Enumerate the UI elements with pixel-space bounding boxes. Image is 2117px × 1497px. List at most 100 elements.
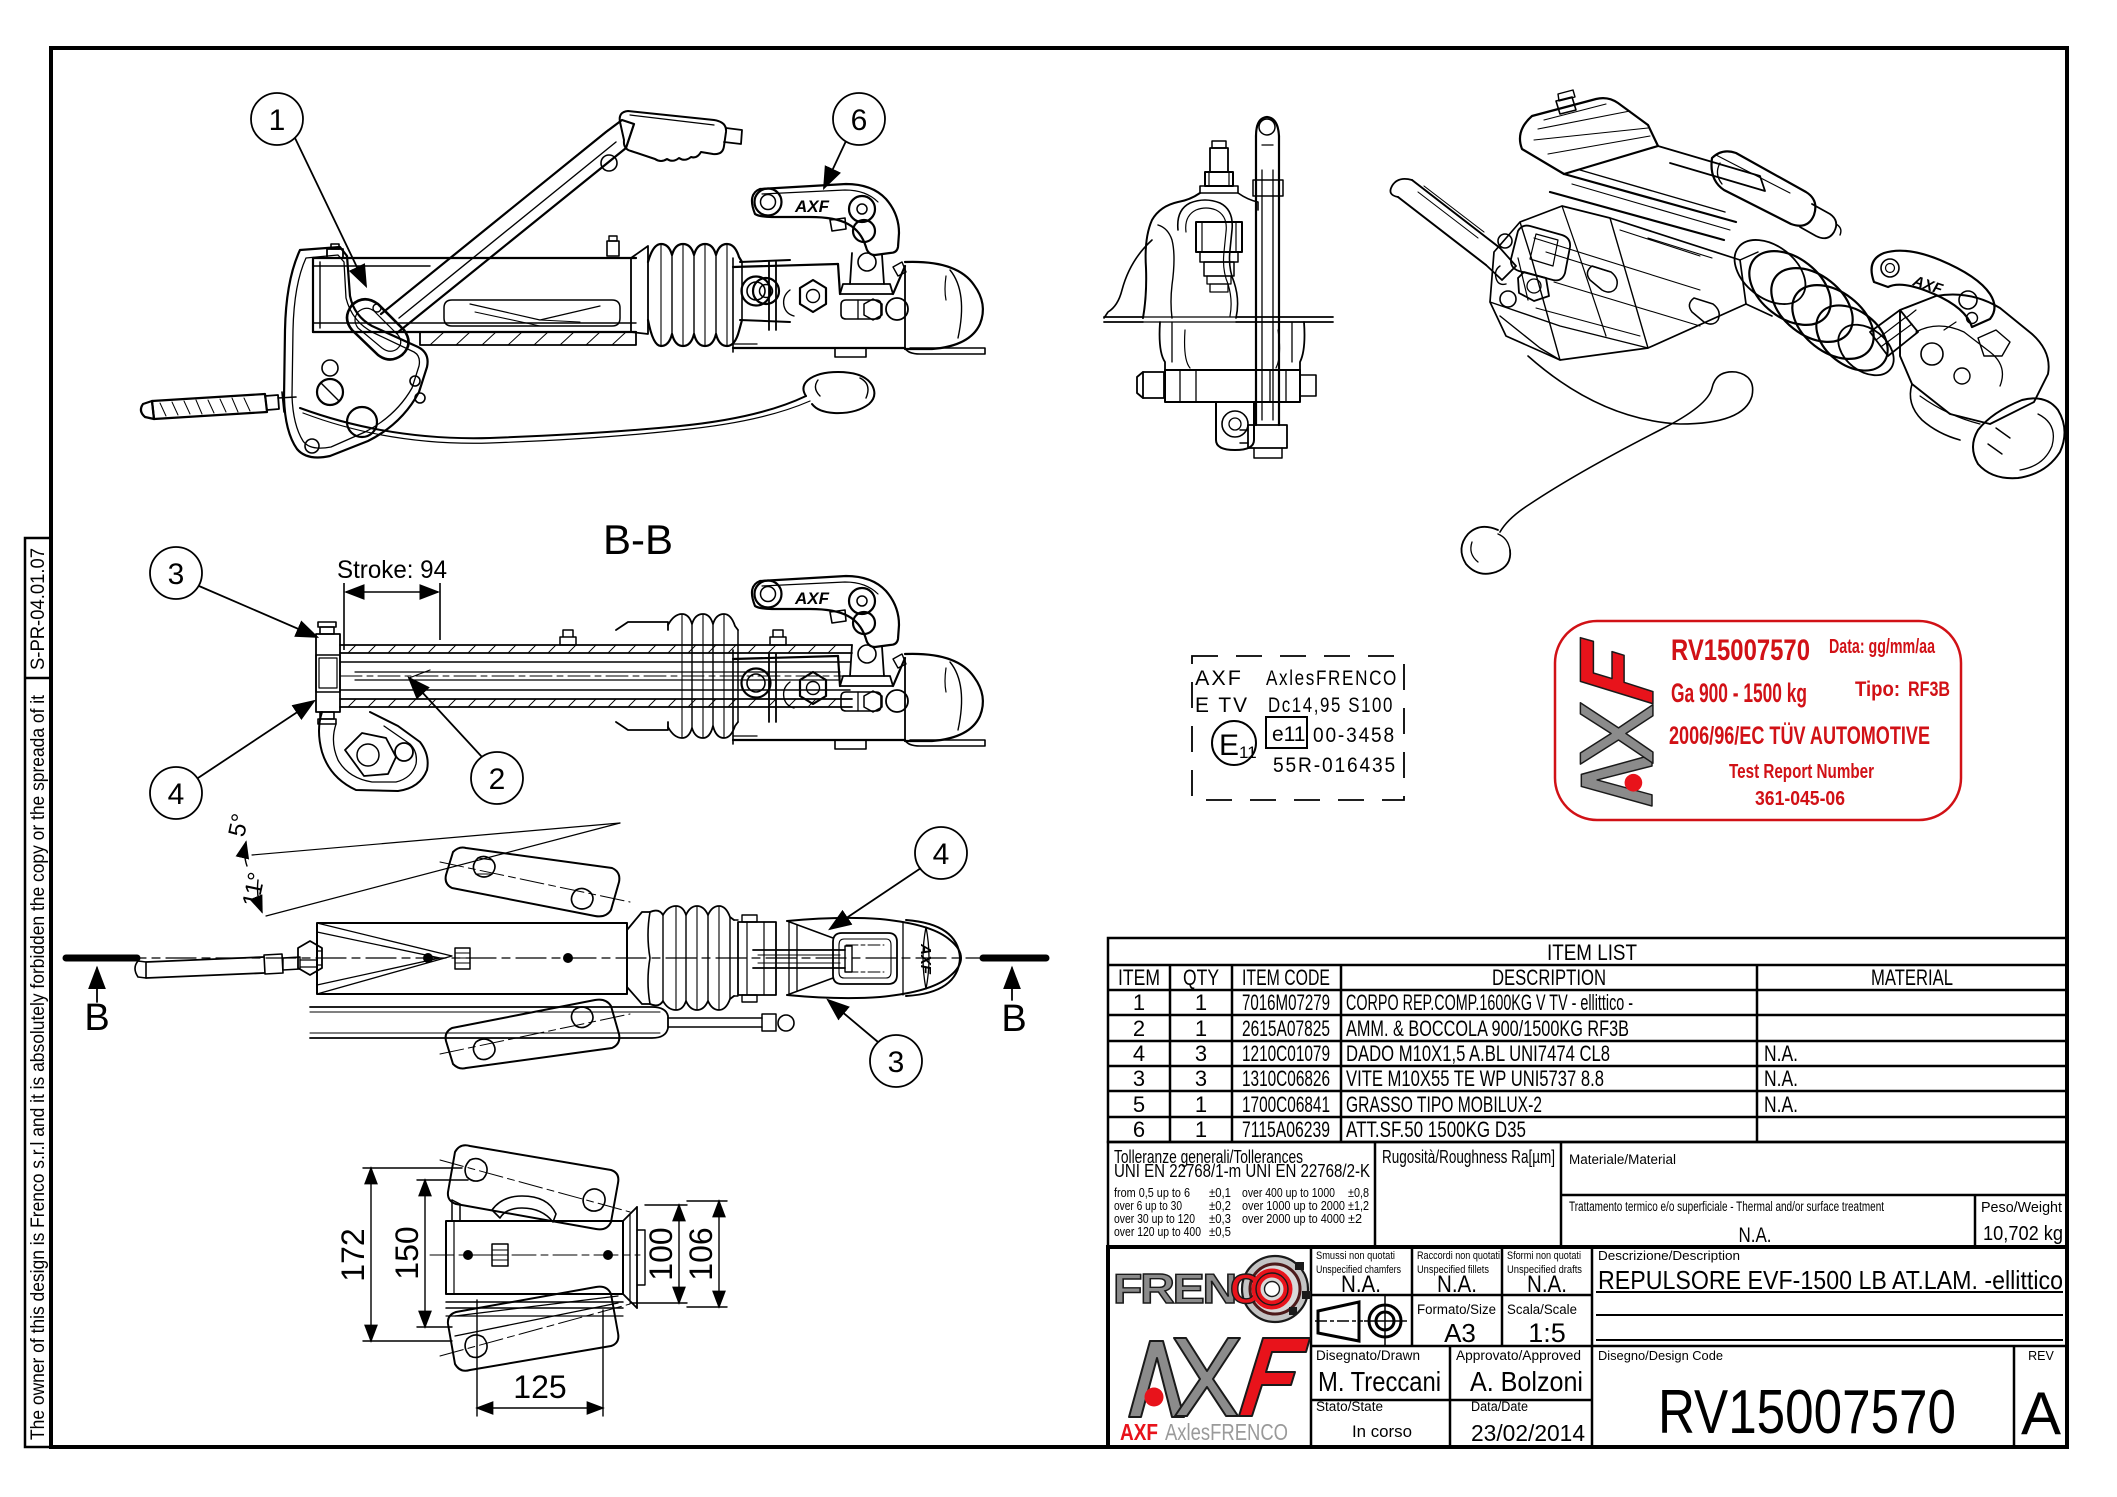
svg-text:Disegno/Design Code: Disegno/Design Code bbox=[1598, 1348, 1723, 1363]
svg-text:ITEM LIST: ITEM LIST bbox=[1547, 940, 1637, 965]
svg-text:AXF: AXF bbox=[1195, 667, 1243, 690]
svg-text:±0,2: ±0,2 bbox=[1209, 1198, 1231, 1213]
svg-text:DADO M10X1,5 A.BL UNI7474 CL8: DADO M10X1,5 A.BL UNI7474 CL8 bbox=[1346, 1041, 1610, 1066]
svg-text:23/02/2014: 23/02/2014 bbox=[1471, 1420, 1585, 1446]
svg-text:10,702 kg: 10,702 kg bbox=[1983, 1223, 2063, 1245]
svg-text:2006/96/EC TÜV AUTOMOTIVE: 2006/96/EC TÜV AUTOMOTIVE bbox=[1669, 721, 1930, 750]
svg-text:over 2000 up to 4000: over 2000 up to 4000 bbox=[1242, 1211, 1345, 1226]
svg-text:N.A.: N.A. bbox=[1764, 1066, 1798, 1091]
svg-text:1700C06841: 1700C06841 bbox=[1242, 1092, 1330, 1117]
svg-text:N.A.: N.A. bbox=[1527, 1271, 1567, 1298]
svg-text:361-045-06: 361-045-06 bbox=[1755, 788, 1845, 810]
svg-text:1: 1 bbox=[269, 104, 286, 137]
svg-text:A. Bolzoni: A. Bolzoni bbox=[1470, 1366, 1583, 1397]
svg-text:2: 2 bbox=[489, 763, 506, 796]
svg-text:UNI EN 22768/1-m UNI EN 22768/: UNI EN 22768/1-m UNI EN 22768/2-K bbox=[1114, 1161, 1370, 1181]
svg-text:M. Treccani: M. Treccani bbox=[1318, 1366, 1441, 1397]
svg-text:Scala/Scale: Scala/Scale bbox=[1507, 1302, 1577, 1317]
svg-text:Rugosità/Roughness Ra[µm]: Rugosità/Roughness Ra[µm] bbox=[1382, 1147, 1555, 1167]
svg-text:5°: 5° bbox=[223, 811, 254, 839]
svg-text:3: 3 bbox=[1133, 1066, 1145, 1091]
svg-text:3: 3 bbox=[888, 1046, 905, 1079]
svg-text:2: 2 bbox=[1133, 1016, 1145, 1041]
svg-text:±1,2: ±1,2 bbox=[1348, 1198, 1369, 1213]
svg-text:1210C01079: 1210C01079 bbox=[1242, 1041, 1330, 1066]
svg-text:±0,8: ±0,8 bbox=[1348, 1185, 1369, 1200]
svg-text:Disegnato/Drawn: Disegnato/Drawn bbox=[1316, 1348, 1420, 1363]
svg-text:over 120 up to 400: over 120 up to 400 bbox=[1114, 1224, 1201, 1239]
svg-text:N.A.: N.A. bbox=[1764, 1041, 1798, 1066]
svg-text:Raccordi non quotati: Raccordi non quotati bbox=[1417, 1250, 1500, 1262]
svg-text:7115A06239: 7115A06239 bbox=[1242, 1117, 1330, 1142]
svg-text:172: 172 bbox=[335, 1228, 371, 1281]
svg-text:ITEM CODE: ITEM CODE bbox=[1242, 965, 1330, 990]
svg-text:Smussi non quotati: Smussi non quotati bbox=[1316, 1250, 1395, 1262]
svg-text:100: 100 bbox=[643, 1227, 679, 1280]
svg-text:3: 3 bbox=[1195, 1041, 1207, 1066]
svg-text:3: 3 bbox=[168, 558, 185, 591]
svg-text:Dc14,95 S100: Dc14,95 S100 bbox=[1268, 694, 1394, 717]
svg-text:1:5: 1:5 bbox=[1528, 1318, 1566, 1348]
svg-text:1310C06826: 1310C06826 bbox=[1242, 1066, 1330, 1091]
svg-text:Peso/Weight: Peso/Weight bbox=[1981, 1199, 2063, 1216]
svg-text:±0,1: ±0,1 bbox=[1209, 1185, 1231, 1200]
svg-text:Formato/Size: Formato/Size bbox=[1417, 1302, 1496, 1317]
svg-text:QTY: QTY bbox=[1183, 965, 1219, 990]
svg-text:AxlesFRENCO: AxlesFRENCO bbox=[1266, 667, 1398, 690]
svg-text:4: 4 bbox=[1133, 1041, 1145, 1066]
svg-text:5: 5 bbox=[1133, 1092, 1145, 1117]
svg-text:1: 1 bbox=[1195, 990, 1207, 1015]
svg-text:ITEM: ITEM bbox=[1118, 965, 1160, 990]
svg-text:±0,3: ±0,3 bbox=[1209, 1211, 1231, 1226]
svg-text:Stato/State: Stato/State bbox=[1316, 1399, 1383, 1414]
svg-text:B: B bbox=[84, 997, 109, 1039]
svg-text:FREN: FREN bbox=[1113, 1265, 1235, 1312]
svg-text:7016M07279: 7016M07279 bbox=[1242, 990, 1330, 1015]
svg-text:Test Report Number: Test Report Number bbox=[1729, 761, 1874, 783]
svg-text:N.A.: N.A. bbox=[1437, 1271, 1477, 1298]
svg-text:±2: ±2 bbox=[1348, 1211, 1362, 1226]
svg-text:GRASSO TIPO MOBILUX-2: GRASSO TIPO MOBILUX-2 bbox=[1346, 1092, 1542, 1117]
svg-text:6: 6 bbox=[1133, 1117, 1145, 1142]
svg-text:E: E bbox=[1219, 729, 1239, 762]
svg-text:4: 4 bbox=[933, 838, 950, 871]
svg-text:3: 3 bbox=[1195, 1066, 1207, 1091]
svg-text:Sformi non quotati: Sformi non quotati bbox=[1507, 1250, 1581, 1262]
svg-text:e11: e11 bbox=[1272, 723, 1305, 746]
svg-text:VITE M10X55 TE WP UNI5737 8.8: VITE M10X55 TE WP UNI5737 8.8 bbox=[1346, 1066, 1604, 1091]
svg-text:4: 4 bbox=[168, 778, 185, 811]
svg-text:Approvato/Approved: Approvato/Approved bbox=[1456, 1348, 1581, 1363]
svg-text:CORPO REP.COMP.1600KG V TV - e: CORPO REP.COMP.1600KG V TV - ellittico - bbox=[1346, 990, 1633, 1015]
svg-text:N.A.: N.A. bbox=[1739, 1224, 1772, 1247]
svg-text:S-PR-04.01.07: S-PR-04.01.07 bbox=[28, 548, 49, 670]
svg-text:6: 6 bbox=[851, 104, 868, 137]
svg-text:DESCRIPTION: DESCRIPTION bbox=[1492, 965, 1606, 990]
svg-text:Ga 900 - 1500 kg: Ga 900 - 1500 kg bbox=[1671, 678, 1807, 708]
svg-text:RV15007570: RV15007570 bbox=[1658, 1378, 1956, 1447]
svg-text:150: 150 bbox=[389, 1226, 425, 1279]
svg-text:Tipo:: Tipo: bbox=[1855, 678, 1900, 701]
svg-text:The owner of this design is Fr: The owner of this design is Frenco s.r.l… bbox=[28, 694, 49, 1440]
svg-text:N.A.: N.A. bbox=[1341, 1271, 1381, 1298]
svg-text:Unspecified fillets: Unspecified fillets bbox=[1417, 1264, 1489, 1276]
svg-text:1: 1 bbox=[1195, 1092, 1207, 1117]
svg-text:2615A07825: 2615A07825 bbox=[1242, 1016, 1330, 1041]
svg-text:REV: REV bbox=[2028, 1349, 2054, 1363]
svg-text:A: A bbox=[2021, 1380, 2061, 1447]
svg-text:B: B bbox=[1001, 998, 1026, 1040]
svg-text:RF3B: RF3B bbox=[1908, 678, 1950, 701]
svg-text:N.A.: N.A. bbox=[1764, 1092, 1798, 1117]
svg-text:from 0,5 up to 6: from 0,5 up to 6 bbox=[1114, 1185, 1190, 1200]
svg-text:ATT.SF.50 1500KG D35: ATT.SF.50 1500KG D35 bbox=[1346, 1117, 1526, 1142]
svg-text:AMM. & BOCCOLA 900/1500KG RF3B: AMM. & BOCCOLA 900/1500KG RF3B bbox=[1346, 1016, 1629, 1041]
svg-text:over 1000 up to 2000: over 1000 up to 2000 bbox=[1242, 1198, 1345, 1213]
svg-text:B-B: B-B bbox=[603, 516, 673, 563]
svg-text:Unspecified chamfers: Unspecified chamfers bbox=[1316, 1264, 1401, 1276]
svg-text:over 6 up to 30: over 6 up to 30 bbox=[1114, 1198, 1182, 1213]
svg-text:Descrizione/Description: Descrizione/Description bbox=[1598, 1248, 1740, 1263]
svg-text:00-3458: 00-3458 bbox=[1313, 724, 1396, 747]
svg-text:AxlesFRENCO: AxlesFRENCO bbox=[1165, 1419, 1288, 1445]
svg-text:Data: gg/mm/aa: Data: gg/mm/aa bbox=[1829, 636, 1936, 658]
svg-text:AXF: AXF bbox=[1120, 1419, 1158, 1445]
svg-text:AXF: AXF bbox=[917, 943, 934, 975]
